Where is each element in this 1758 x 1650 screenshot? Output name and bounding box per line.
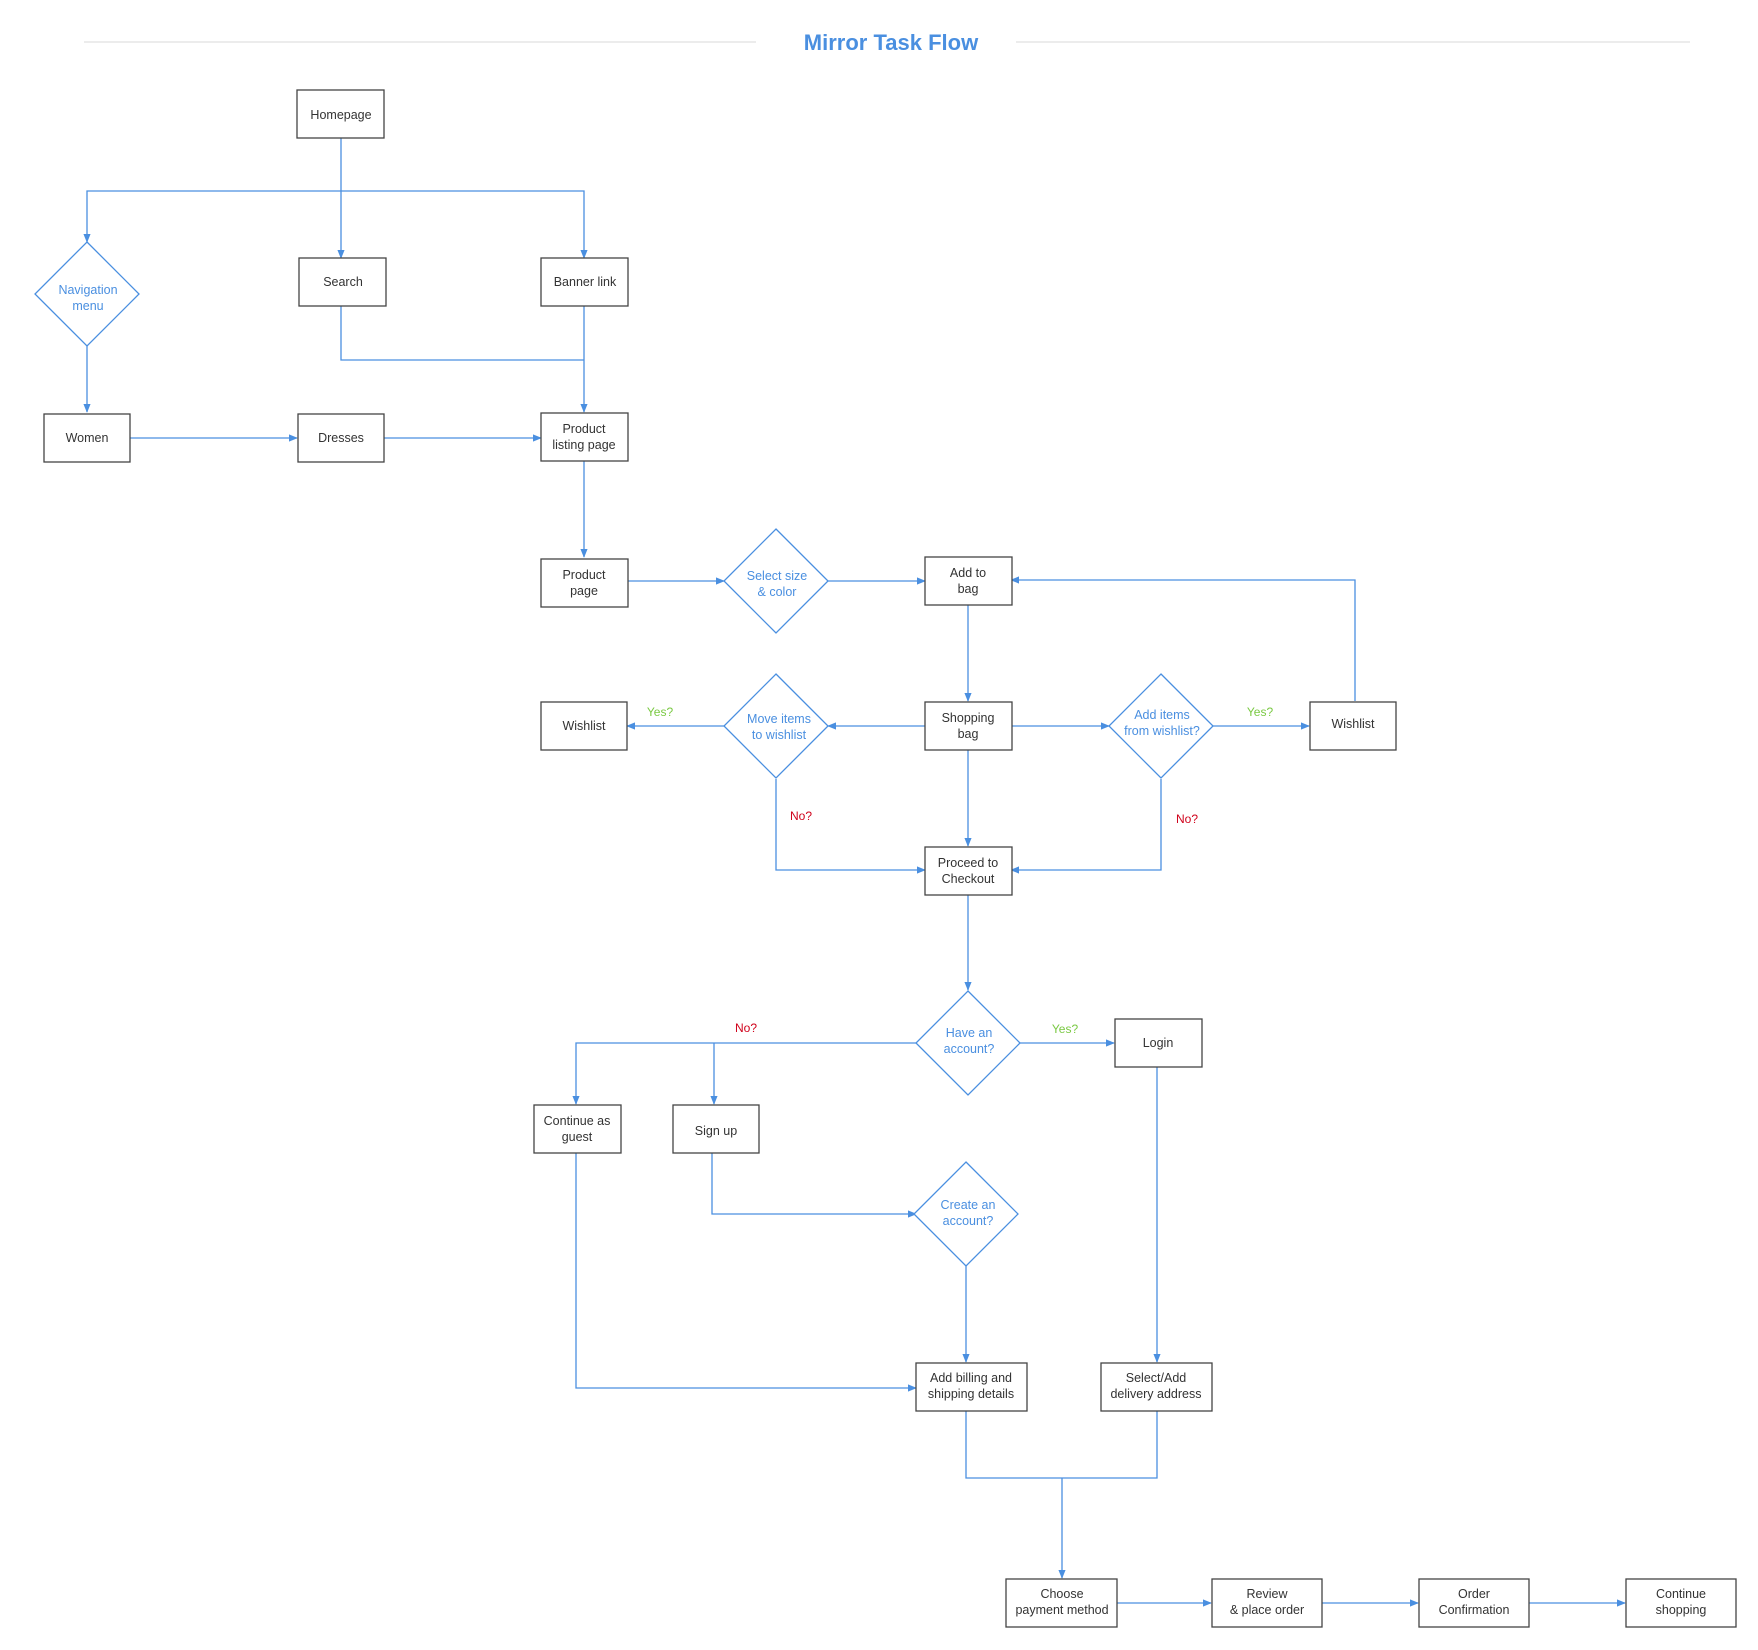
decision-have-an-account-label-2: account?	[944, 1042, 995, 1056]
box-select-add-delivery-label-1: Select/Add	[1126, 1371, 1187, 1385]
box-product-page: Product page	[540, 558, 629, 608]
box-dresses: Dresses	[297, 413, 385, 463]
box-review-place-order-label-1: Review	[1247, 1587, 1289, 1601]
edge-sign-up-to-create-account	[711, 1153, 917, 1218]
box-continue-as-guest-label-2: guest	[562, 1130, 593, 1144]
edge-wishlist-right-to-add-to-bag	[1010, 576, 1356, 701]
box-add-billing-shipping-label-2: shipping details	[928, 1387, 1014, 1401]
label-have-account-yes: Yes?	[1052, 1022, 1079, 1036]
box-continue-shopping-label-1: Continue	[1656, 1587, 1706, 1601]
label-move-items-no: No?	[790, 809, 812, 823]
decision-select-size-color: Select size & color	[723, 528, 829, 634]
box-shopping-bag-label-2: bag	[958, 727, 979, 741]
edge-move-items-no-to-checkout	[775, 779, 926, 874]
box-wishlist-left-label: Wishlist	[562, 719, 606, 733]
decision-have-an-account: Have an account?	[915, 990, 1021, 1096]
edge-add-items-no-to-checkout	[1010, 779, 1162, 874]
box-banner-link: Banner link	[540, 257, 629, 307]
box-banner-link-label: Banner link	[554, 275, 617, 289]
box-choose-payment-method: Choose payment method	[1005, 1578, 1118, 1628]
box-select-add-delivery-label-2: delivery address	[1110, 1387, 1201, 1401]
label-move-items-yes: Yes?	[647, 705, 674, 719]
box-add-billing-shipping: Add billing and shipping details	[915, 1362, 1028, 1412]
box-review-place-order: Review & place order	[1211, 1578, 1323, 1628]
decision-add-items-label-2: from wishlist?	[1124, 724, 1200, 738]
box-select-add-delivery: Select/Add delivery address	[1100, 1362, 1213, 1412]
edge-have-account-no-to-guest	[572, 1042, 916, 1105]
box-product-page-label-1: Product	[562, 568, 606, 582]
box-homepage: Homepage	[296, 89, 385, 139]
box-order-confirmation: Order Confirmation	[1418, 1578, 1530, 1628]
decision-create-an-account-label-2: account?	[943, 1214, 994, 1228]
box-shopping-bag: Shopping bag	[924, 701, 1013, 751]
decision-add-items-from-wishlist: Add items from wishlist?	[1108, 673, 1214, 779]
box-choose-payment-label-2: payment method	[1015, 1603, 1108, 1617]
box-wishlist-right: Wishlist	[1309, 701, 1397, 751]
box-women-label: Women	[66, 431, 109, 445]
decision-navigation-menu-label-1: Navigation	[58, 283, 117, 297]
decision-select-size-color-label-2: & color	[758, 585, 797, 599]
box-add-to-bag: Add to bag	[924, 556, 1013, 606]
box-proceed-to-checkout: Proceed to Checkout	[924, 846, 1013, 896]
box-wishlist-right-label: Wishlist	[1331, 717, 1375, 731]
box-sign-up: Sign up	[672, 1104, 760, 1154]
box-product-listing-page-label-1: Product	[562, 422, 606, 436]
edge-delivery-to-merge	[1062, 1411, 1158, 1479]
decision-select-size-color-label-1: Select size	[747, 569, 807, 583]
decision-add-items-label-1: Add items	[1134, 708, 1190, 722]
decision-move-items-label-2: to wishlist	[752, 728, 807, 742]
box-continue-shopping-label-2: shopping	[1656, 1603, 1707, 1617]
box-choose-payment-label-1: Choose	[1040, 1587, 1083, 1601]
diagram-title: Mirror Task Flow	[804, 30, 979, 55]
box-login: Login	[1114, 1018, 1203, 1068]
box-order-confirmation-label-2: Confirmation	[1439, 1603, 1510, 1617]
box-add-to-bag-label-2: bag	[958, 582, 979, 596]
edge-billing-to-merge	[965, 1411, 1062, 1479]
box-continue-as-guest: Continue as guest	[533, 1104, 622, 1154]
decision-navigation-menu-label-2: menu	[72, 299, 103, 313]
box-continue-as-guest-label-1: Continue as	[544, 1114, 611, 1128]
box-dresses-label: Dresses	[318, 431, 364, 445]
edge-guest-to-billing	[575, 1153, 917, 1392]
box-login-label: Login	[1143, 1036, 1174, 1050]
box-wishlist-left: Wishlist	[540, 701, 628, 751]
box-add-billing-shipping-label-1: Add billing and	[930, 1371, 1012, 1385]
box-proceed-to-checkout-label-1: Proceed to	[938, 856, 999, 870]
decision-create-an-account-label-1: Create an	[941, 1198, 996, 1212]
box-sign-up-label: Sign up	[695, 1124, 737, 1138]
box-add-to-bag-label-1: Add to	[950, 566, 986, 580]
box-homepage-label: Homepage	[310, 108, 371, 122]
box-search: Search	[298, 257, 387, 307]
box-order-confirmation-label-1: Order	[1458, 1587, 1490, 1601]
edge-homepage-to-banner	[341, 190, 588, 259]
box-review-place-order-label-2: & place order	[1230, 1603, 1304, 1617]
label-have-account-no: No?	[735, 1021, 757, 1035]
label-add-items-yes: Yes?	[1247, 705, 1274, 719]
decision-navigation-menu: Navigation menu	[34, 241, 140, 347]
box-women: Women	[43, 413, 131, 463]
box-search-label: Search	[323, 275, 363, 289]
label-add-items-no: No?	[1176, 812, 1198, 826]
edge-search-to-plp	[340, 306, 584, 361]
decision-have-an-account-label-1: Have an	[946, 1026, 993, 1040]
decision-move-items-to-wishlist: Move items to wishlist	[723, 673, 829, 779]
box-proceed-to-checkout-label-2: Checkout	[942, 872, 995, 886]
connectors	[83, 138, 1626, 1607]
box-shopping-bag-label-1: Shopping	[942, 711, 995, 725]
box-continue-shopping: Continue shopping	[1625, 1578, 1737, 1628]
box-product-listing-page-label-2: listing page	[552, 438, 615, 452]
decision-create-an-account: Create an account?	[913, 1161, 1019, 1267]
decision-move-items-label-1: Move items	[747, 712, 811, 726]
box-product-listing-page: Product listing page	[540, 412, 629, 462]
box-product-page-label-2: page	[570, 584, 598, 598]
edge-homepage-to-nav-menu	[83, 190, 341, 243]
